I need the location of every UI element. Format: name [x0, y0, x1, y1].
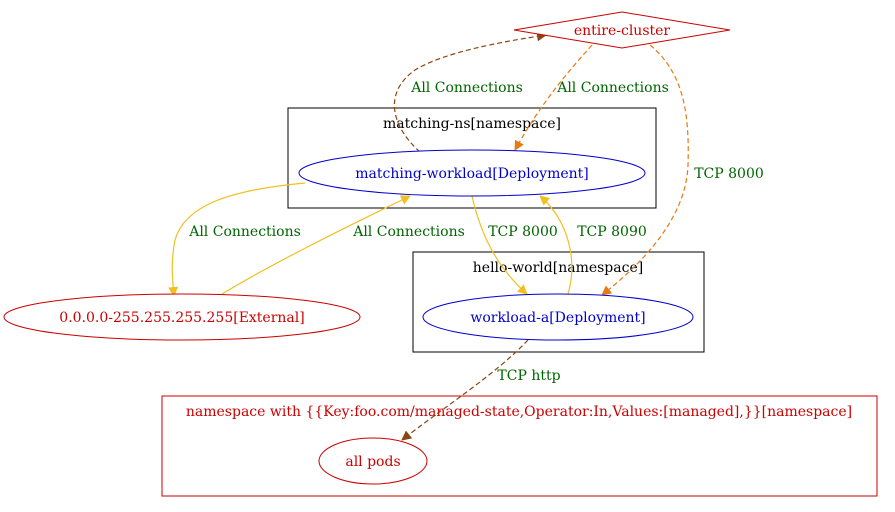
node-external: 0.0.0.0-255.255.255.255[External] — [3, 293, 361, 341]
edge-entire-cluster-to-workload-a: TCP 8000 — [601, 44, 764, 296]
edge-label-all-connections-2: All Connections — [556, 80, 669, 96]
cluster-hello-world: hello-world[namespace] — [412, 251, 705, 353]
edge-matching-workload-to-workload-a: TCP 8000 — [471, 195, 558, 295]
edge-label-all-connections-3: All Connections — [188, 224, 301, 240]
node-workload-a: workload-a[Deployment] — [422, 293, 694, 341]
node-entire-cluster: entire-cluster — [513, 11, 731, 49]
cluster-matching-ns: matching-ns[namespace] — [287, 107, 657, 209]
node-all-pods: all pods — [318, 437, 428, 485]
edge-workload-a-to-matching-workload: TCP 8090 — [539, 195, 647, 295]
edge-label-tcp-http: TCP http — [497, 368, 560, 384]
edge-workload-a-to-all-pods: TCP http — [401, 339, 561, 441]
node-all-pods-label: all pods — [345, 454, 400, 470]
node-entire-cluster-label: entire-cluster — [574, 23, 671, 39]
edge-entire-cluster-to-matching-workload: All Connections — [514, 44, 669, 151]
edge-matching-workload-to-entire-cluster: All Connections — [393, 31, 547, 153]
node-matching-workload: matching-workload[Deployment] — [298, 149, 646, 197]
node-workload-a-label: workload-a[Deployment] — [470, 310, 645, 326]
edge-label-tcp-8090: TCP 8090 — [577, 224, 647, 240]
edge-label-all-connections-4: All Connections — [352, 224, 465, 240]
edge-matching-workload-to-external: All Connections — [168, 182, 306, 297]
node-matching-workload-label: matching-workload[Deployment] — [355, 166, 589, 182]
edge-label-tcp-8000-dashed: TCP 8000 — [694, 166, 764, 182]
edge-label-tcp-8000: TCP 8000 — [488, 224, 558, 240]
edge-label-all-connections-1: All Connections — [410, 80, 523, 96]
node-external-label: 0.0.0.0-255.255.255.255[External] — [59, 310, 304, 326]
edge-external-to-matching-workload: All Connections — [221, 195, 465, 295]
cluster-managed-namespace-label: namespace with {{Key:foo.com/managed-sta… — [186, 404, 852, 420]
cluster-matching-ns-label: matching-ns[namespace] — [383, 116, 561, 132]
cluster-managed-namespace: namespace with {{Key:foo.com/managed-sta… — [161, 395, 878, 497]
cluster-hello-world-label: hello-world[namespace] — [473, 260, 643, 276]
